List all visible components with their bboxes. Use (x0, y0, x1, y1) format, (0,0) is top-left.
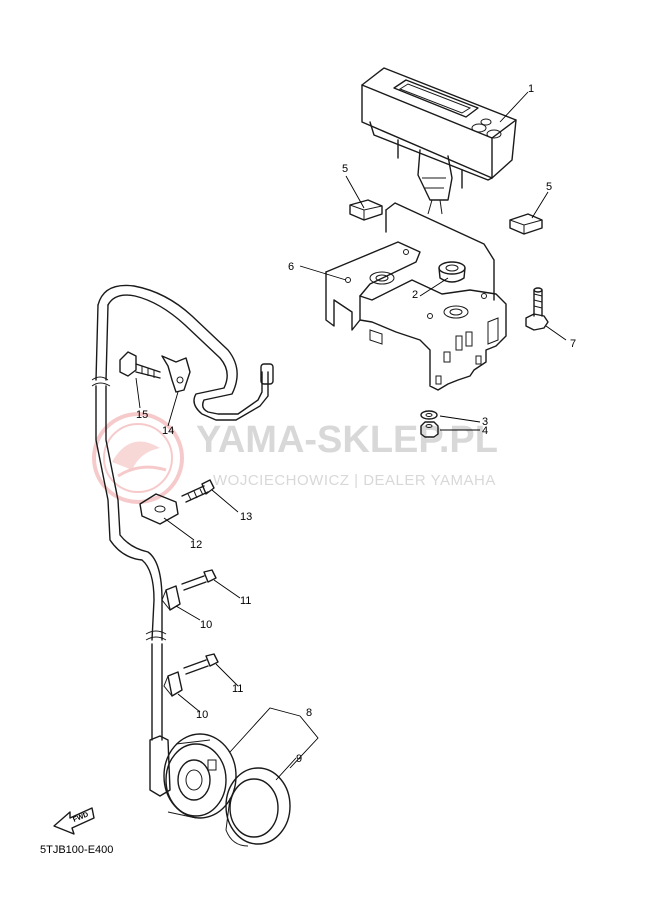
rubber-pad-right (509, 213, 543, 235)
nut (420, 421, 439, 438)
speedometer-gear-unit (163, 733, 237, 819)
cable-clamp (161, 355, 191, 393)
callout-11-upper: 11 (240, 595, 251, 607)
cable-clamp-10-lower (163, 671, 183, 697)
callout-4: 4 (482, 425, 488, 437)
callout-9: 9 (296, 753, 302, 765)
diagram-code: 5TJB100-E400 (40, 844, 113, 856)
cable-clamp-10-upper (161, 585, 181, 611)
callout-12: 12 (190, 539, 202, 551)
washer (420, 410, 438, 420)
bolt-small (119, 351, 161, 379)
leader-lines (135, 91, 567, 781)
watermark-title: YAMA-SKLEP.PL (196, 419, 498, 461)
screw-13 (181, 479, 215, 503)
bolt (525, 287, 549, 331)
meter-assembly (361, 67, 517, 215)
rubber-pad-left (349, 199, 383, 221)
callout-7: 7 (570, 338, 576, 350)
screw-11-lower (183, 653, 219, 675)
callout-1: 1 (528, 83, 534, 95)
callout-14: 14 (162, 425, 174, 437)
callout-2: 2 (412, 289, 418, 301)
holder-plate (139, 493, 179, 525)
callout-6: 6 (288, 261, 294, 273)
screw-11-upper (181, 569, 217, 591)
callout-10-lower: 10 (196, 709, 208, 721)
grommet (438, 261, 466, 283)
callout-10-upper: 10 (200, 619, 212, 631)
callout-5-left: 5 (342, 163, 348, 175)
watermark: YAMA-SKLEP.PL WOJCIECHOWICZ | DEALER YAM… (92, 412, 498, 504)
callout-13: 13 (240, 511, 252, 523)
fwd-label: FWD (72, 811, 89, 823)
watermark-logo-icon (92, 412, 184, 504)
callout-11-lower: 11 (232, 683, 243, 695)
callout-15: 15 (136, 409, 148, 421)
callout-5-right: 5 (546, 181, 552, 193)
callout-8: 8 (306, 707, 312, 719)
oil-seal (225, 767, 291, 847)
callout-3: 3 (482, 416, 488, 428)
watermark-subtitle: WOJCIECHOWICZ | DEALER YAMAHA (213, 472, 496, 489)
speedometer-cable (91, 284, 274, 797)
forward-arrow-icon: FWD (53, 807, 95, 835)
